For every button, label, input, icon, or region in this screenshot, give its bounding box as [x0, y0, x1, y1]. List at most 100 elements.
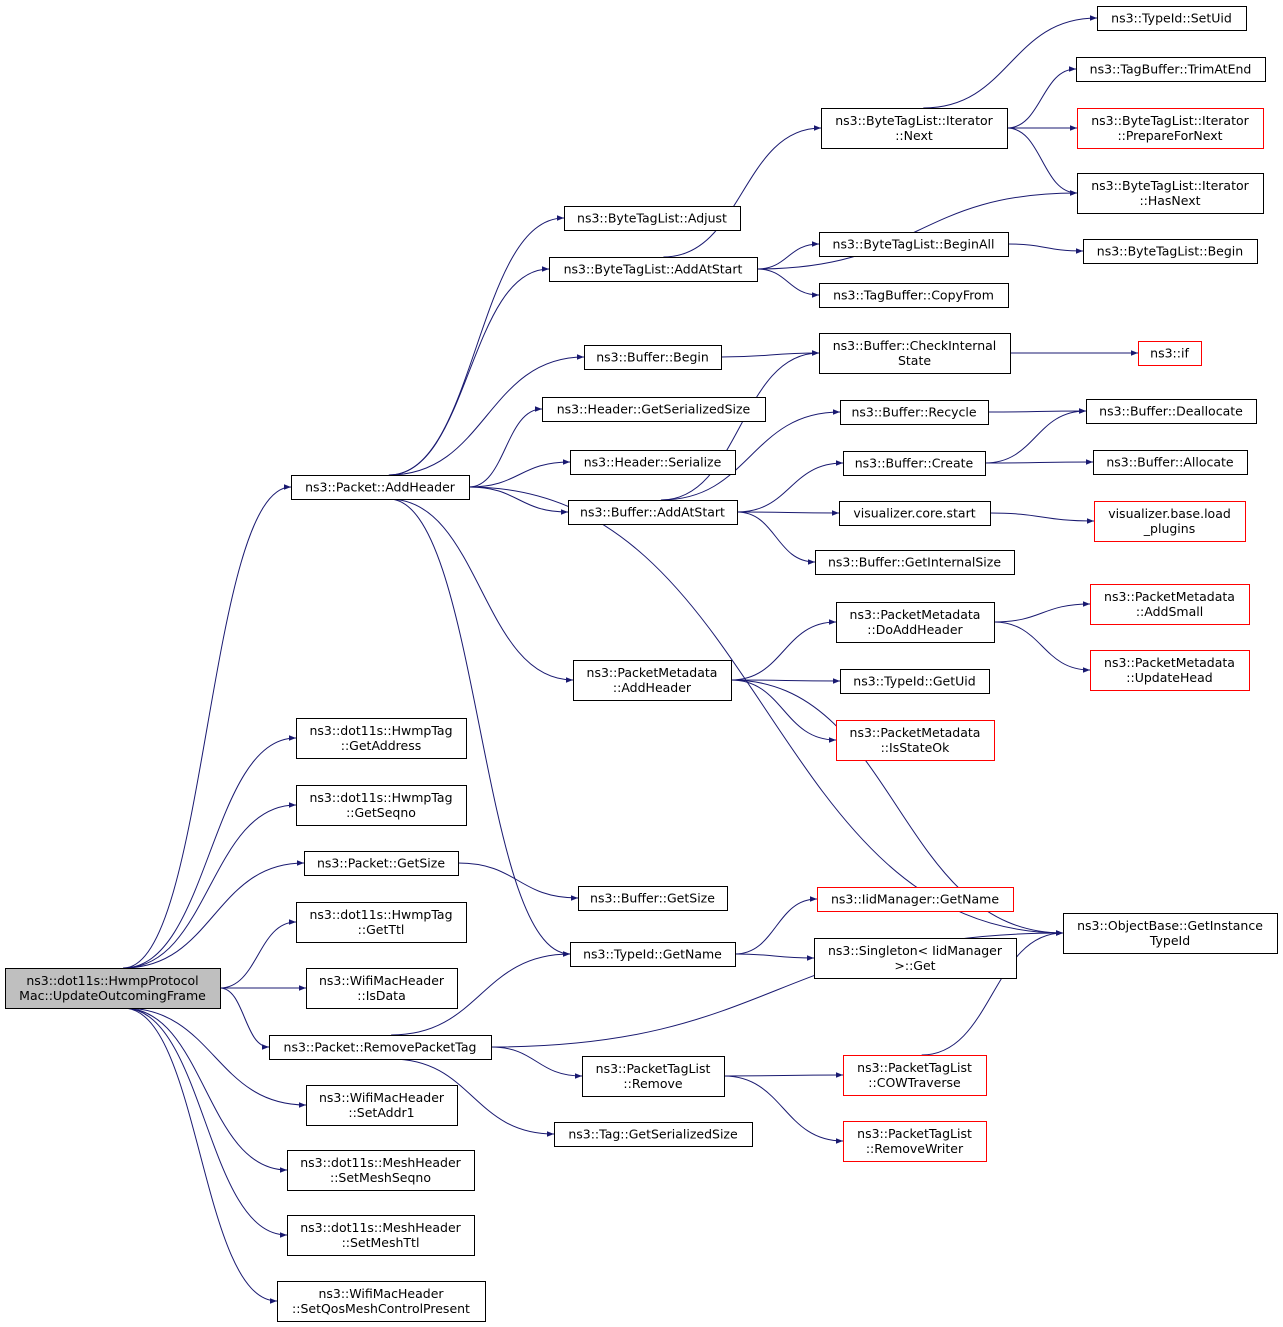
node-tidGetUid[interactable]: ns3::TypeId::GetUid: [840, 669, 990, 694]
node-ptlCowTraverse[interactable]: ns3::PacketTagList::COWTraverse: [843, 1055, 987, 1096]
node-pmAddSmall[interactable]: ns3::PacketMetadata::AddSmall: [1090, 584, 1250, 625]
node-tidGetName[interactable]: ns3::TypeId::GetName: [570, 942, 736, 967]
node-label: ns3::Buffer::Recycle: [851, 405, 976, 420]
node-box: [819, 283, 1009, 308]
node-label: ::SetMeshSeqno: [330, 1170, 431, 1185]
node-vizCoreStart[interactable]: visualizer.core.start: [839, 501, 991, 526]
node-label: ns3::ByteTagList::Begin: [1097, 244, 1243, 259]
node-ptlRemoveWriter[interactable]: ns3::PacketTagList::RemoveWriter: [843, 1121, 987, 1162]
node-pktGetSize[interactable]: ns3::Packet::GetSize: [304, 851, 459, 876]
node-label: _plugins: [1143, 521, 1195, 536]
node-btlItHasNext[interactable]: ns3::ByteTagList::Iterator::HasNext: [1077, 173, 1264, 214]
node-setQos[interactable]: ns3::WifiMacHeader::SetQosMeshControlPre…: [277, 1281, 486, 1322]
node-setMeshTtl[interactable]: ns3::dot11s::MeshHeader::SetMeshTtl: [287, 1215, 475, 1256]
node-label: ns3::TagBuffer::TrimAtEnd: [1090, 62, 1252, 77]
node-tbCopyFrom[interactable]: ns3::TagBuffer::CopyFrom: [819, 283, 1009, 308]
node-label: ::RemoveWriter: [866, 1141, 964, 1156]
node-pmUpdateHead[interactable]: ns3::PacketMetadata::UpdateHead: [1090, 650, 1250, 691]
node-label: ::IsStateOk: [881, 740, 951, 755]
node-btlItNext[interactable]: ns3::ByteTagList::Iterator::Next: [821, 108, 1008, 149]
node-btlItPrepare[interactable]: ns3::ByteTagList::Iterator::PrepareForNe…: [1077, 108, 1264, 149]
node-label: ns3::Buffer::Allocate: [1106, 455, 1234, 470]
edge-bufRecycle-to-bufDeallocate: [987, 408, 1087, 414]
node-label: ns3::Buffer::Begin: [596, 350, 709, 365]
node-vizLoadPlugins[interactable]: visualizer.base.load_plugins: [1094, 501, 1246, 542]
node-box: [1094, 501, 1246, 542]
node-bufBegin[interactable]: ns3::Buffer::Begin: [584, 345, 722, 370]
node-label: ::Remove: [623, 1076, 682, 1091]
node-box: [1097, 6, 1247, 31]
node-label: ns3::PacketTagList: [596, 1061, 711, 1076]
node-bufGetSize[interactable]: ns3::Buffer::GetSize: [578, 886, 728, 911]
node-isData[interactable]: ns3::WifiMacHeader::IsData: [306, 968, 458, 1009]
node-box: [291, 475, 470, 500]
node-tidSetUid[interactable]: ns3::TypeId::SetUid: [1097, 6, 1247, 31]
node-bufGetInternalSize[interactable]: ns3::Buffer::GetInternalSize: [815, 550, 1015, 575]
node-box: [287, 1150, 475, 1191]
node-label: ::SetAddr1: [348, 1105, 414, 1120]
node-label: ns3::ObjectBase::GetInstance: [1077, 918, 1263, 933]
node-btlBegin[interactable]: ns3::ByteTagList::Begin: [1083, 239, 1258, 264]
edge-addHeader-to-pmAddHeader: [388, 498, 574, 683]
node-hwmpGetSeqno[interactable]: ns3::dot11s::HwmpTag::GetSeqno: [296, 785, 467, 826]
node-label: ns3::WifiMacHeader: [319, 973, 445, 988]
node-bufCreate[interactable]: ns3::Buffer::Create: [843, 451, 986, 476]
node-box: [287, 1215, 475, 1256]
node-hdrGetSerSize[interactable]: ns3::Header::GetSerializedSize: [542, 397, 766, 422]
node-iidGetName[interactable]: ns3::IidManager::GetName: [817, 887, 1014, 912]
node-addHeader[interactable]: ns3::Packet::AddHeader: [291, 475, 470, 500]
edge-pktGetSize-to-bufGetSize: [457, 862, 579, 901]
node-removePacketTag[interactable]: ns3::Packet::RemovePacketTag: [269, 1035, 492, 1060]
node-bufDeallocate[interactable]: ns3::Buffer::Deallocate: [1086, 399, 1257, 424]
node-label: ns3::Header::Serialize: [584, 455, 722, 470]
node-label: ns3::dot11s::MeshHeader: [300, 1220, 461, 1235]
node-hwmpGetAddress[interactable]: ns3::dot11s::HwmpTag::GetAddress: [296, 718, 467, 759]
edge-addHeader-to-hdrGetSerSize: [468, 406, 543, 488]
node-label: visualizer.base.load: [1108, 506, 1231, 521]
edge-root-to-hwmpGetAddress: [123, 735, 297, 969]
edge-pmAddHeader-to-pmDoAddHeader: [730, 619, 837, 681]
node-setMeshSeqno[interactable]: ns3::dot11s::MeshHeader::SetMeshSeqno: [287, 1150, 475, 1191]
node-label: ns3::Header::GetSerializedSize: [557, 402, 751, 417]
node-label: ns3::Buffer::GetInternalSize: [828, 555, 1001, 570]
node-tagGetSerSize[interactable]: ns3::Tag::GetSerializedSize: [554, 1122, 753, 1147]
node-singletonGet[interactable]: ns3::Singleton< IidManager>::Get: [814, 938, 1017, 979]
node-hwmpGetTtl[interactable]: ns3::dot11s::HwmpTag::GetTtl: [296, 902, 467, 943]
node-pmDoAddHeader[interactable]: ns3::PacketMetadata::DoAddHeader: [836, 602, 995, 643]
node-ns3if[interactable]: ns3::if: [1138, 341, 1202, 366]
edge-btlItNext-to-tbTrimAtEnd: [1006, 66, 1077, 129]
node-btlAdjust[interactable]: ns3::ByteTagList::Adjust: [564, 206, 741, 231]
node-label: ns3::WifiMacHeader: [318, 1286, 444, 1301]
node-box: [1090, 584, 1250, 625]
node-bufAddAtStart[interactable]: ns3::Buffer::AddAtStart: [568, 500, 738, 525]
node-bufAllocate[interactable]: ns3::Buffer::Allocate: [1093, 450, 1248, 475]
node-label: ns3::Packet::RemovePacketTag: [284, 1040, 477, 1055]
node-label: ns3::Buffer::Create: [855, 456, 974, 471]
node-root[interactable]: ns3::dot11s::HwmpProtocolMac::UpdateOutc…: [5, 968, 221, 1009]
node-pmIsStateOk[interactable]: ns3::PacketMetadata::IsStateOk: [836, 720, 995, 761]
node-bufRecycle[interactable]: ns3::Buffer::Recycle: [840, 400, 989, 425]
node-label: ::GetTtl: [358, 922, 405, 937]
node-setAddr1[interactable]: ns3::WifiMacHeader::SetAddr1: [306, 1085, 458, 1126]
node-box: [570, 450, 736, 475]
edge-ptlCowTraverse-to-objGetInstanceTypeId: [921, 930, 1064, 1056]
node-box: [296, 785, 467, 826]
node-box: [1138, 341, 1202, 366]
edge-root-to-setQos: [123, 1007, 278, 1304]
node-pmAddHeader[interactable]: ns3::PacketMetadata::AddHeader: [573, 660, 732, 701]
node-btlBeginAll[interactable]: ns3::ByteTagList::BeginAll: [819, 232, 1009, 257]
node-box: [817, 887, 1014, 912]
node-tbTrimAtEnd[interactable]: ns3::TagBuffer::TrimAtEnd: [1076, 57, 1266, 82]
node-label: ns3::TypeId::GetName: [583, 947, 722, 962]
node-btlAddAtStart[interactable]: ns3::ByteTagList::AddAtStart: [549, 257, 758, 282]
node-label: ::DoAddHeader: [867, 622, 963, 637]
node-hdrSerialize[interactable]: ns3::Header::Serialize: [570, 450, 736, 475]
node-label: ns3::PacketMetadata: [1104, 655, 1235, 670]
edge-btlAddAtStart-to-tbCopyFrom: [756, 268, 820, 298]
edge-addHeader-to-hdrSerialize: [468, 459, 571, 488]
node-box: [296, 902, 467, 943]
node-box: [819, 333, 1011, 374]
node-ptlRemove[interactable]: ns3::PacketTagList::Remove: [582, 1056, 725, 1097]
